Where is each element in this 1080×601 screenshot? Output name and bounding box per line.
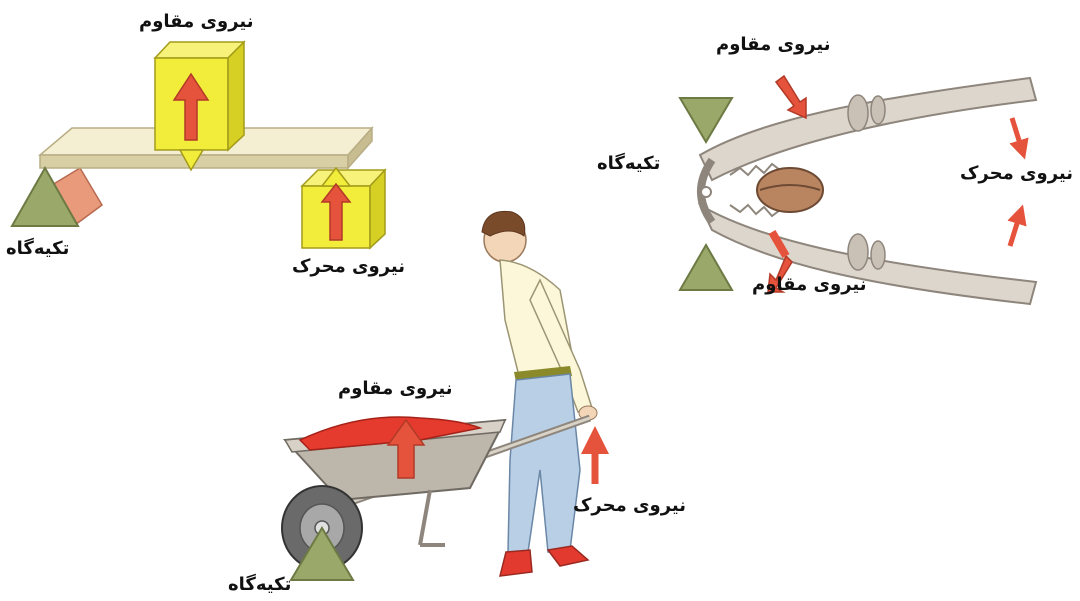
nutcracker-lower-arm (700, 205, 1036, 304)
nutcracker-fulcrum-top (680, 98, 732, 142)
effort-block (302, 168, 385, 248)
plank-lever-example (12, 42, 385, 248)
nutcracker-resistance-label-top: نیروی مقاوم (716, 36, 831, 54)
wheelbarrow-fulcrum-label: تکیه‌گاه (228, 576, 291, 594)
nutcracker-hinge (701, 160, 712, 222)
nutcracker-effort-arrow-top (1012, 118, 1022, 150)
wheelbarrow-legs (420, 490, 445, 545)
nutcracker-resistance-label-bottom: نیروی مقاوم (752, 276, 867, 294)
nutcracker-fulcrum-label: تکیه‌گاه (597, 155, 660, 173)
plank-effort-label: نیروی محرک (292, 258, 405, 276)
nutcracker-resistance-arrow-top (776, 76, 806, 118)
walnut (757, 168, 823, 212)
nutcracker-effort-arrow-bottom (1010, 214, 1020, 246)
wheelbarrow-effort-label: نیروی محرک (573, 497, 686, 515)
nutcracker-effort-label: نیروی محرک (960, 165, 1073, 183)
man-figure (482, 211, 597, 576)
wheelbarrow-resistance-label: نیروی مقاوم (338, 380, 453, 398)
nutcracker-fulcrum-bottom (680, 245, 732, 290)
plank-fulcrum-label: تکیه‌گاه (6, 240, 69, 258)
nutcracker-example (680, 76, 1036, 304)
plank-resistance-label: نیروی مقاوم (139, 13, 254, 31)
